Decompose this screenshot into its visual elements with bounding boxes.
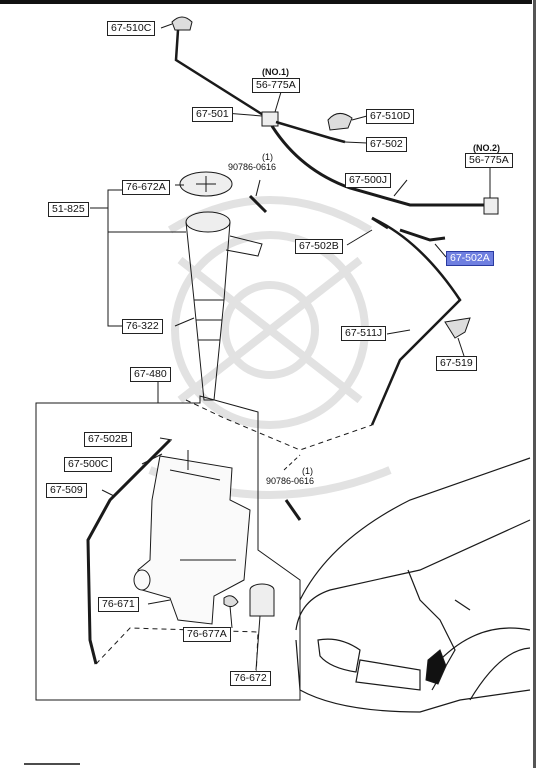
hose-67-509 bbox=[86, 438, 172, 665]
note-qty-top: (1) bbox=[262, 152, 273, 162]
label-51-825: 51-825 bbox=[48, 202, 89, 217]
pump-location-marker bbox=[425, 649, 447, 685]
note-bolt-top: 90786-0616 bbox=[228, 162, 277, 172]
hose-67-501 bbox=[174, 29, 269, 120]
note-no1: (NO.1) bbox=[262, 67, 289, 77]
label-67-502A-highlighted[interactable]: 67-502A bbox=[446, 251, 494, 266]
label-76-672A: 76-672A bbox=[122, 180, 170, 195]
hose-67-502 bbox=[275, 120, 346, 144]
label-67-510D: 67-510D bbox=[366, 109, 415, 124]
label-67-509: 67-509 bbox=[46, 483, 87, 498]
reservoir-tank-76-671 bbox=[133, 455, 251, 625]
clip-67-519 bbox=[444, 317, 471, 339]
hose-67-511J bbox=[370, 216, 462, 426]
label-56-775A-no2: 56-775A bbox=[465, 153, 513, 168]
nozzle-67-510C bbox=[171, 16, 193, 31]
label-76-677A: 76-677A bbox=[183, 627, 231, 642]
label-67-502B-upper: 67-502B bbox=[295, 239, 343, 254]
label-67-510C: 67-510C bbox=[107, 21, 156, 36]
grommet-76-677A bbox=[223, 595, 239, 608]
label-67-480: 67-480 bbox=[130, 367, 171, 382]
label-67-502: 67-502 bbox=[366, 137, 407, 152]
label-56-775A-no1: 56-775A bbox=[252, 78, 300, 93]
hose-67-502A bbox=[399, 228, 446, 242]
pump-76-672 bbox=[249, 583, 275, 617]
filler-neck-76-322 bbox=[185, 211, 263, 401]
label-67-511J: 67-511J bbox=[341, 326, 387, 341]
note-bolt-lower: 90786-0616 bbox=[266, 476, 315, 486]
label-76-672: 76-672 bbox=[230, 671, 271, 686]
label-67-500C: 67-500C bbox=[64, 457, 113, 472]
label-67-502B-box: 67-502B bbox=[84, 432, 132, 447]
vehicle-front-illustration bbox=[295, 457, 531, 713]
label-76-322: 76-322 bbox=[122, 319, 163, 334]
note-no2: (NO.2) bbox=[473, 143, 500, 153]
note-qty-lower: (1) bbox=[302, 466, 313, 476]
label-67-501: 67-501 bbox=[192, 107, 233, 122]
watermark-emblem bbox=[148, 196, 392, 499]
label-76-671: 76-671 bbox=[98, 597, 139, 612]
label-67-519: 67-519 bbox=[436, 356, 477, 371]
bolt-lower bbox=[284, 499, 302, 521]
label-67-500J: 67-500J bbox=[345, 173, 391, 188]
cap-76-672A bbox=[179, 171, 233, 197]
nozzle-67-510D bbox=[327, 113, 353, 131]
joint-no1 bbox=[261, 111, 279, 127]
joint-no2 bbox=[483, 197, 499, 215]
reservoir-assembly-box bbox=[35, 395, 301, 701]
bolt-top bbox=[248, 194, 268, 214]
top-border-bar bbox=[0, 0, 532, 4]
right-border bbox=[533, 0, 536, 768]
